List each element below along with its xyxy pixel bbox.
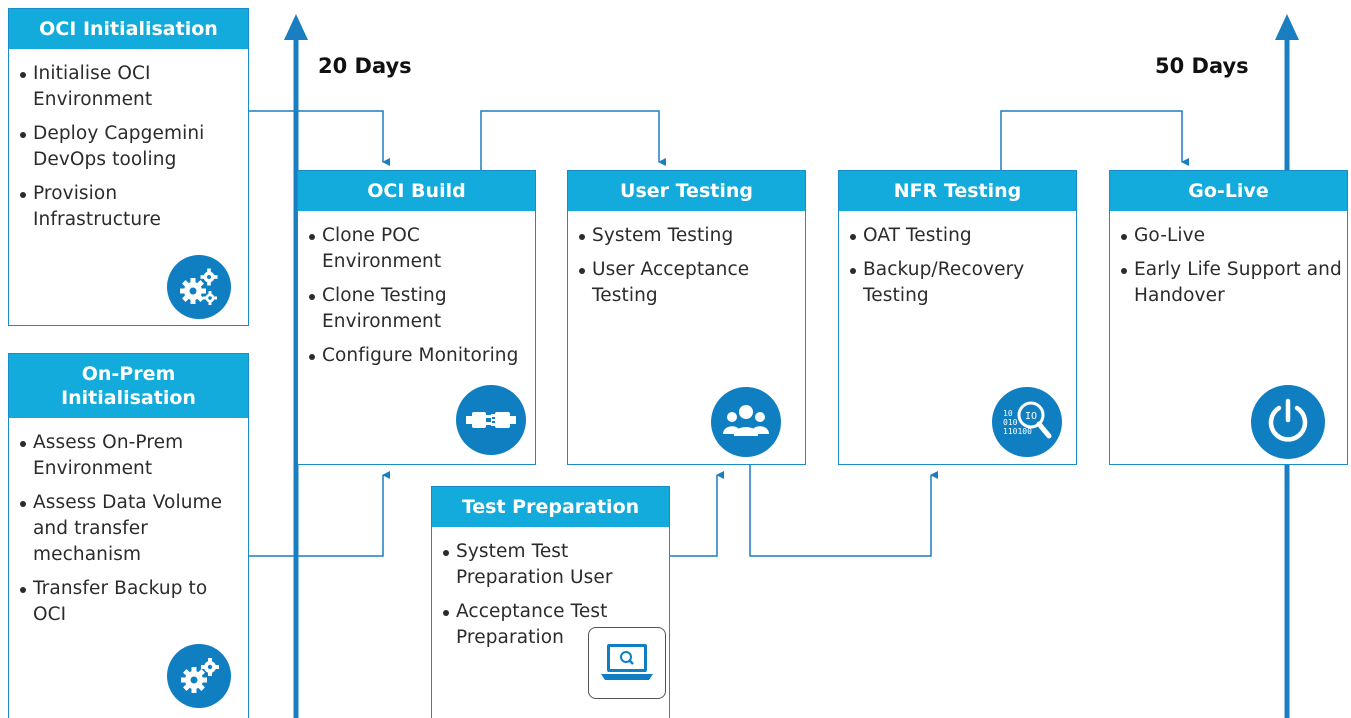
list-item: Acceptance Test Preparation [442,599,665,651]
svg-text:110100: 110100 [1003,427,1032,436]
list-item: Deploy Capgemini DevOps tooling [19,121,244,173]
test-preparation-title: Test Preparation [432,487,669,527]
oci-build-box: OCI Build Clone POC Environment Clone Te… [297,170,536,465]
onprem-initialisation-title: On-Prem Initialisation [9,354,248,418]
list-item: User Acceptance Testing [578,257,801,309]
nfr-testing-list: OAT Testing Backup/Recovery Testing [839,211,1076,309]
list-item: Clone POC Environment [308,223,531,275]
test-preparation-box: Test Preparation System Test Preparation… [431,486,670,718]
onprem-initialisation-box: On-Prem Initialisation Assess On-Prem En… [8,353,249,718]
svg-text:IO: IO [1025,411,1037,422]
connector-test-prep-to-user-testing [670,471,724,557]
user-testing-list: System Testing User Acceptance Testing [568,211,805,309]
list-item: Assess Data Volume and transfer mechanis… [19,490,244,568]
connector-oci-init-to-build [249,110,390,166]
list-item: Provision Infrastructure [19,181,244,233]
users-icon [711,387,781,457]
nfr-testing-box: NFR Testing OAT Testing Backup/Recovery … [838,170,1077,465]
list-item: Initialise OCI Environment [19,61,244,113]
connector-user-testing-to-nfr [749,465,938,557]
go-live-list: Go-Live Early Life Support and Handover [1110,211,1347,309]
user-testing-box: User Testing System Testing User Accepta… [567,170,806,465]
nfr-testing-title: NFR Testing [839,171,1076,211]
connector-build-to-user-testing [480,110,666,170]
user-testing-title: User Testing [568,171,805,211]
laptop-search-icon [588,627,666,699]
timeline-start-axis [284,14,308,718]
timeline-end-label: 50 Days [1155,54,1249,78]
oci-initialisation-list: Initialise OCI Environment Deploy Capgem… [9,49,248,233]
plug-connect-icon [456,385,526,455]
list-item: OAT Testing [849,223,1072,249]
connector-nfr-to-go-live [1000,110,1189,170]
svg-text:10: 10 [1003,409,1013,418]
list-item: Clone Testing Environment [308,283,531,335]
oci-build-list: Clone POC Environment Clone Testing Envi… [298,211,535,369]
list-item: Assess On-Prem Environment [19,430,244,482]
go-live-box: Go-Live Go-Live Early Life Support and H… [1109,170,1348,465]
go-live-title: Go-Live [1110,171,1347,211]
svg-text:010: 010 [1003,418,1018,427]
list-item: Transfer Backup to OCI [19,576,244,628]
gears-icon [167,255,231,319]
list-item: Go-Live [1120,223,1343,249]
list-item: Backup/Recovery Testing [849,257,1072,309]
oci-build-title: OCI Build [298,171,535,211]
timeline-start-label: 20 Days [318,54,412,78]
list-item: Early Life Support and Handover [1120,257,1343,309]
onprem-initialisation-list: Assess On-Prem Environment Assess Data V… [9,418,248,628]
oci-initialisation-box: OCI Initialisation Initialise OCI Enviro… [8,8,249,326]
gears-icon [167,644,231,708]
binary-search-icon: 10 010 110100 IO [992,387,1062,457]
list-item: System Testing [578,223,801,249]
list-item: Configure Monitoring [308,343,531,369]
oci-initialisation-title: OCI Initialisation [9,9,248,49]
test-preparation-list: System Test Preparation User Acceptance … [432,527,669,651]
connector-onprem-to-build [249,471,390,557]
power-icon [1251,385,1325,459]
list-item: System Test Preparation User [442,539,665,591]
